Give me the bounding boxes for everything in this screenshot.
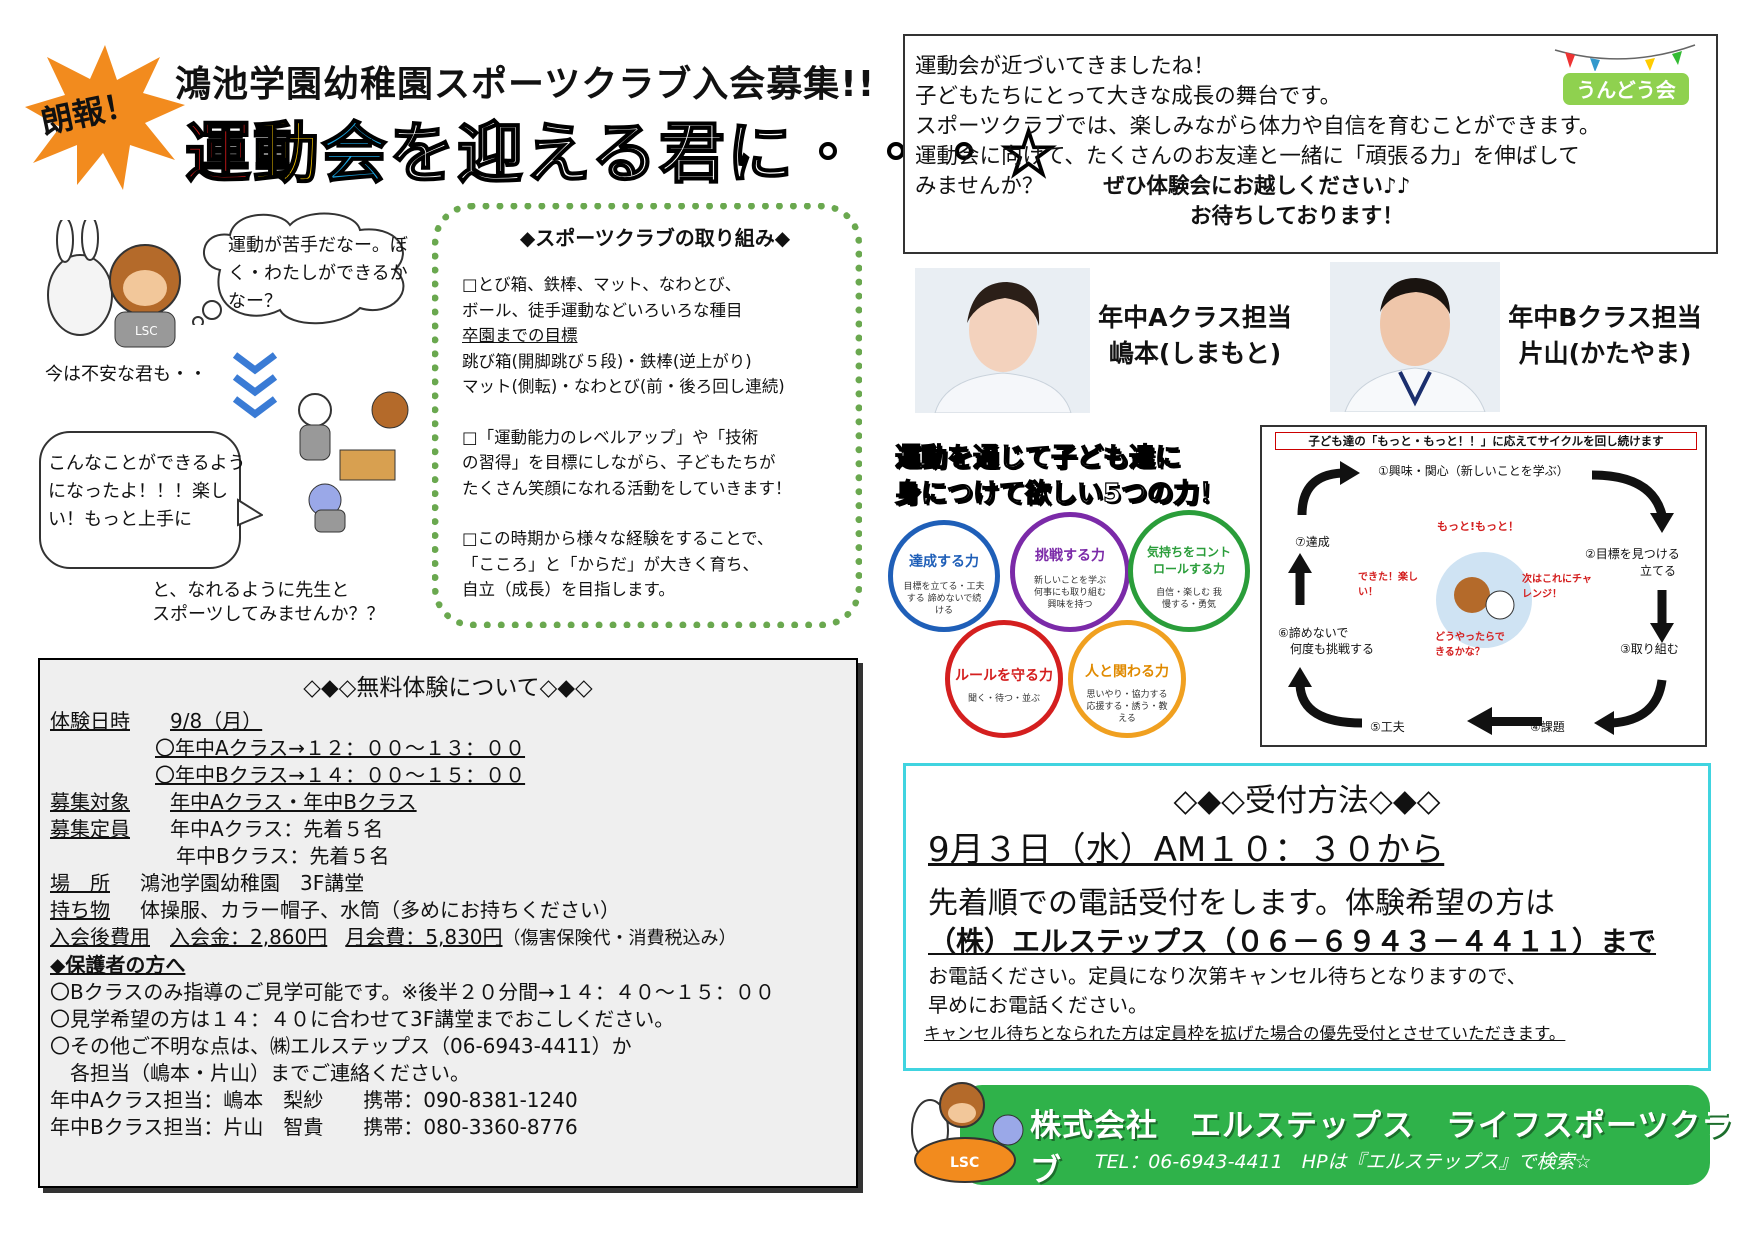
efforts-box (432, 203, 862, 628)
speech-bubble (39, 431, 263, 569)
cycle-step-2b: 立てる (1640, 564, 1677, 578)
down-arrows-icon (232, 352, 278, 419)
efforts-title: ◆スポーツクラブの取り組み◆ (519, 226, 791, 250)
person-icon (915, 268, 1090, 413)
cycle-step-3: ③取り組む (1620, 642, 1679, 656)
trial-info-box (38, 658, 858, 1188)
starburst-badge (25, 45, 185, 190)
svg-text:LSC: LSC (950, 1155, 979, 1171)
cycle-center-text: もっと!もっと！ (1437, 520, 1520, 533)
cycle-step-6b: 何度も挑戦する (1290, 642, 1375, 656)
reception-box (903, 763, 1711, 1071)
teacher-a-photo (915, 268, 1090, 413)
cycle-left-bubble: できた！楽しい！ (1358, 572, 1418, 598)
caption-invite-2: スポーツしてみませんか？？ (152, 604, 385, 625)
cycle-right-bubble: 次はこれにチャレンジ！ (1522, 574, 1592, 600)
thought-cloud (192, 212, 405, 325)
caption-invite-1: と、なれるように先生と (152, 580, 350, 601)
person-icon (1330, 262, 1500, 412)
header-title: 鴻池学園幼稚園スポーツクラブ入会募集!! (175, 64, 876, 105)
power-ring-achieve: 達成する力 目標を立てる・工夫する 諦めないで続ける (888, 520, 1000, 632)
header-subtitle: 運動会を迎える君に・・・☆ (184, 114, 1061, 193)
trial-title: ◇◆◇無料体験について◇◆◇ (303, 675, 593, 701)
cycle-header: 子ども達の「もっと・もっと！！」に応えてサイクルを回し続けます (1275, 432, 1697, 450)
footer-contact: TEL：06-6943-4411 HPは『エルステップス』で検索☆ (1095, 1151, 1592, 1173)
mascots-exercising-icon (298, 391, 409, 533)
cycle-bottom-bubble: どうやったらできるかな？ (1435, 632, 1505, 658)
power-ring-challenge: 挑戦する力 新しいことを学ぶ 何事にも取り組む 興味を持つ (1010, 512, 1130, 632)
cycle-arrows (1288, 461, 1674, 735)
mascot-logo-icon: LSC (911, 1082, 1024, 1183)
reception-title: ◇◆◇受付方法◇◆◇ (1173, 783, 1441, 819)
teacher-b-photo (1330, 262, 1500, 412)
teacher-b-label: 年中Bクラス担当片山(かたやま) (1508, 303, 1702, 368)
cycle-step-4: ④課題 (1530, 720, 1565, 734)
efforts-body: □とび箱、鉄棒、マット、なわとび、 ボール、徒手運動などいろいろな種目 卒園まで… (462, 275, 792, 599)
footer-banner (960, 1085, 1710, 1185)
caption-anxious: 今は不安な君も・・ (45, 364, 207, 385)
mascot-group-icon: LSC (47, 220, 181, 348)
reception-date: 9月３日（水）AM１０：３０から (928, 830, 1445, 870)
footer-company: 株式会社 エルステップス ライフスポーツクラブ (1030, 1108, 1734, 1189)
teacher-a-label: 年中Aクラス担当嶋本(しまもと) (1098, 303, 1292, 368)
message-body: 運動会が近づいてきましたね！ 子どもたちにとって大きな成長の舞台です。 スポーツ… (915, 54, 1601, 229)
speech-bubble-text: こんなことができるようになったよ！！！楽しい！もっと上手に (48, 453, 246, 530)
cycle-step-5: ⑤工夫 (1370, 720, 1405, 734)
cycle-step-1: ①興味・関心（新しいことを学ぶ） (1378, 464, 1569, 478)
reception-phone: （株）エルステップス（０６－６９４３－４４１１）まで (928, 925, 1657, 958)
reception-note: キャンセル待ちとなられた方は定員枠を拡げた場合の優先受付とさせていただきます。 (924, 1024, 1566, 1043)
undoukai-badge: うんどう会 (1554, 44, 1696, 107)
cycle-step-6a: ⑥諦めないで (1278, 626, 1349, 640)
power-ring-rules: ルールを守る力 聞く・待つ・並ぶ (945, 620, 1063, 738)
powers-title: 運動を通じて子ども達に身につけて欲しい5つの力！ (894, 442, 1226, 509)
svg-text:LSC: LSC (135, 324, 158, 338)
reception-line-3: お電話ください。定員になり次第キャンセル待ちとなりますので、早めにお電話ください… (928, 964, 1527, 1017)
cycle-step-2a: ②目標を見つける (1585, 547, 1680, 561)
power-ring-relations: 人と関わる力 思いやり・協力する 応援する・誘う・教える (1068, 620, 1186, 738)
message-box (903, 34, 1718, 254)
power-ring-control: 気持ちをコントロールする力 自信・楽しむ 我慢する・勇気 (1128, 510, 1250, 632)
svg-text:うんどう会: うんどう会 (1576, 78, 1675, 102)
cycle-diagram (1260, 425, 1707, 747)
cycle-step-7: ⑦達成 (1295, 535, 1330, 549)
thought-cloud-text: 運動が苦手だなー。ぼく・わたしができるかなー？ (228, 235, 408, 312)
reception-line-1: 先着順での電話受付をします。体験希望の方は (928, 886, 1555, 921)
